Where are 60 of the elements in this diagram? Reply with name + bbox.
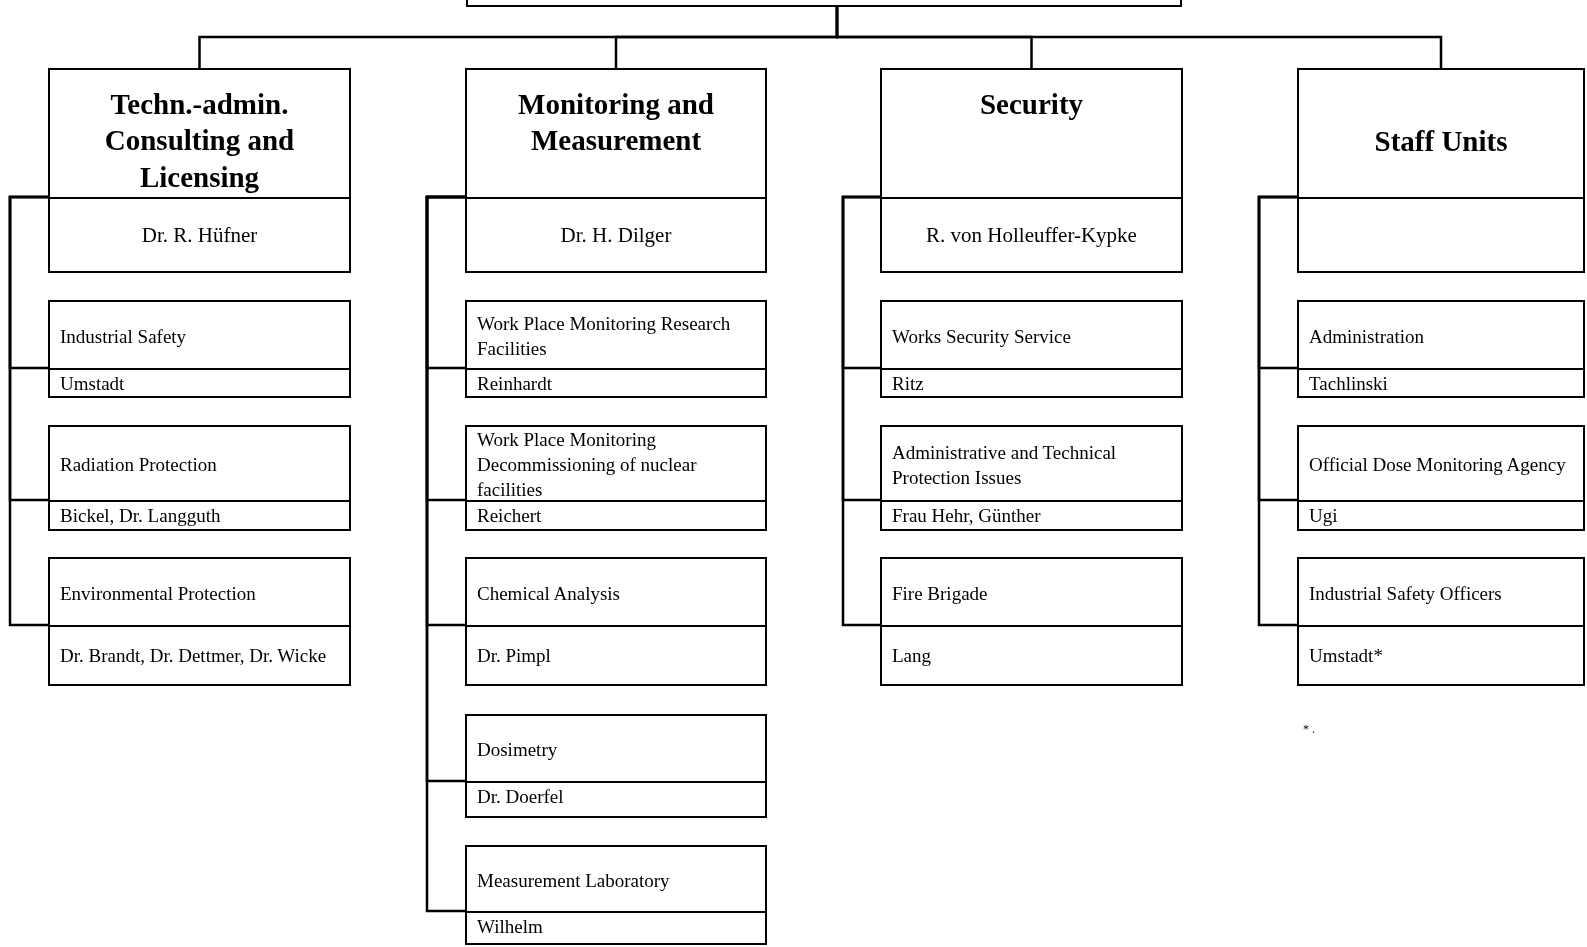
unit-box <box>880 425 1183 531</box>
footnote: * . <box>1303 722 1315 737</box>
connector-line <box>1257 195 1297 627</box>
unit-box <box>465 845 767 945</box>
person-name: Frau Hehr, Günther <box>892 504 1041 528</box>
unit-box <box>465 557 767 686</box>
person-name: Reinhardt <box>477 372 552 396</box>
head-name: R. von Holleuffer-Kypke <box>926 222 1137 248</box>
person-name: Umstadt <box>60 372 125 396</box>
department-box <box>1297 68 1585 273</box>
unit-name: Work Place Monitoring Decommissioning of nuclear facilities <box>477 428 698 502</box>
unit-box <box>880 300 1183 398</box>
person-name: Ugi <box>1309 504 1338 528</box>
unit-name: Dosimetry <box>477 738 558 763</box>
person-name: Dr. Brandt, Dr. Dettmer, Dr. Wicke <box>60 644 327 669</box>
person-name: Umstadt* <box>1309 644 1383 669</box>
unit-box <box>48 425 351 531</box>
unit-name: Administrative and Technical Protection Issues <box>892 440 1118 490</box>
unit-name: Industrial Safety Officers <box>1309 581 1502 606</box>
head-name: Dr. H. Dilger <box>560 222 672 248</box>
department-box <box>880 68 1183 273</box>
unit-name: Environmental Protection <box>60 581 256 606</box>
unit-name: Work Place Monitoring Research Facilities <box>477 312 732 361</box>
person-name: Tachlinski <box>1309 372 1388 396</box>
person-name: Dr. Doerfel <box>477 785 564 809</box>
unit-name: Official Dose Monitoring Agency <box>1309 453 1566 478</box>
department-title: Staff Units <box>1374 124 1508 160</box>
person-name: Bickel, Dr. Langguth <box>60 504 221 528</box>
unit-name: Fire Brigade <box>892 581 988 606</box>
unit-box <box>465 300 767 398</box>
unit-box <box>48 557 351 686</box>
unit-name: Works Security Service <box>892 324 1071 349</box>
head-name: Dr. R. Hüfner <box>141 222 258 248</box>
connector-line <box>841 195 880 627</box>
department-title: Security <box>979 87 1084 122</box>
unit-box <box>465 425 767 531</box>
unit-box <box>48 300 351 398</box>
unit-name: Measurement Laboratory <box>477 868 670 893</box>
unit-box <box>1297 300 1585 398</box>
person-name: Dr. Pimpl <box>477 644 551 669</box>
unit-name: Chemical Analysis <box>477 581 620 606</box>
unit-box <box>465 714 767 818</box>
person-name: Wilhelm <box>477 915 543 939</box>
department-box <box>48 68 351 273</box>
person-name: Reichert <box>477 504 542 528</box>
connector-line <box>425 195 465 913</box>
unit-box <box>1297 557 1585 686</box>
connector-line <box>835 7 1443 68</box>
department-title: Techn.-admin. Consulting and Licensing <box>103 87 296 195</box>
org-box <box>466 0 1182 7</box>
person-name: Ritz <box>892 372 924 396</box>
department-box <box>465 68 767 273</box>
unit-box <box>1297 425 1585 531</box>
unit-box <box>880 557 1183 686</box>
connector-line <box>8 195 48 627</box>
unit-name: Industrial Safety <box>60 324 187 349</box>
unit-name: Radiation Protection <box>60 453 217 478</box>
unit-name: Administration <box>1309 324 1425 349</box>
department-title: Monitoring and Measurement <box>517 87 715 159</box>
person-name: Lang <box>892 644 932 669</box>
